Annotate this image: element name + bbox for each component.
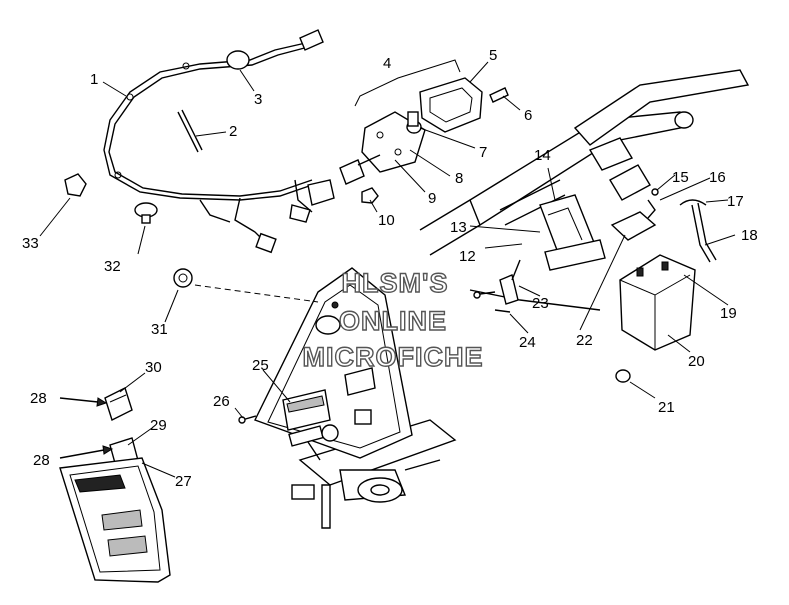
callout-24: 24 — [519, 334, 536, 351]
leader-31-dashed — [194, 284, 319, 303]
grommet-31 — [173, 268, 193, 288]
arrow-28a — [59, 397, 108, 407]
battery-strap-18 — [691, 202, 717, 263]
bulb-6 — [489, 87, 509, 103]
connector-9 — [339, 154, 381, 185]
terminal-21 — [615, 369, 631, 383]
battery-20 — [619, 254, 696, 351]
callout-13: 13 — [450, 219, 467, 236]
cable-tie-2 — [177, 109, 203, 153]
nut-10 — [361, 187, 379, 204]
callout-10: 10 — [378, 212, 395, 229]
callout-3: 3 — [254, 91, 262, 108]
callout-2: 2 — [229, 123, 237, 140]
callout-6: 6 — [524, 107, 532, 124]
leader-lines — [39, 59, 736, 478]
callout-28-upper: 28 — [30, 390, 47, 407]
callout-23: 23 — [532, 295, 549, 312]
frame-front-lower — [291, 419, 457, 529]
callout-20: 20 — [688, 353, 705, 370]
watermark-line-1: HLSM'S — [342, 268, 449, 298]
callout-8: 8 — [455, 170, 463, 187]
callout-9: 9 — [428, 190, 436, 207]
bolt-26 — [238, 415, 257, 424]
callout-labels: 1 2 3 4 5 6 7 8 9 10 12 13 14 15 16 17 1… — [22, 47, 758, 490]
arrow-28b — [59, 445, 114, 459]
callout-14: 14 — [534, 147, 551, 164]
battery-cable-17 — [679, 199, 707, 206]
electrical-module-25 — [282, 389, 331, 431]
callout-7: 7 — [479, 144, 487, 161]
mud-flap-27 — [59, 457, 171, 583]
battery-bracket-14 — [539, 194, 606, 271]
callout-33: 33 — [22, 235, 39, 252]
callout-29: 29 — [150, 417, 167, 434]
callout-21: 21 — [658, 399, 675, 416]
callout-19: 19 — [720, 305, 737, 322]
watermark-line-3: MICROFICHE — [303, 342, 484, 372]
callout-30: 30 — [145, 359, 162, 376]
frame-rear-tube — [419, 69, 750, 311]
relay-33 — [64, 173, 87, 197]
callout-31: 31 — [151, 321, 168, 338]
callout-28-lower: 28 — [33, 452, 50, 469]
callout-26: 26 — [213, 393, 230, 410]
bracket-23-24 — [494, 259, 521, 313]
callout-15: 15 — [672, 169, 689, 186]
battery-pad-22 — [610, 211, 657, 241]
callout-27: 27 — [175, 473, 192, 490]
clip-16 — [647, 199, 656, 219]
callout-1: 1 — [90, 71, 98, 88]
callout-18: 18 — [741, 227, 758, 244]
wire-harness — [103, 29, 335, 254]
callout-32: 32 — [104, 258, 121, 275]
fastener-12-13 — [473, 291, 496, 299]
callout-5: 5 — [489, 47, 497, 64]
callout-25: 25 — [252, 357, 269, 374]
callout-12: 12 — [459, 248, 476, 265]
clip-30 — [104, 387, 133, 421]
bulb-socket-7 — [406, 111, 422, 134]
callout-4: 4 — [383, 55, 391, 72]
tail-light-lens-5 — [419, 77, 483, 133]
callout-17: 17 — [727, 193, 744, 210]
watermark-line-2: ONLINE — [339, 306, 447, 336]
callout-16: 16 — [709, 169, 726, 186]
callout-22: 22 — [576, 332, 593, 349]
switch-32 — [134, 202, 158, 224]
screw-15 — [651, 188, 659, 196]
